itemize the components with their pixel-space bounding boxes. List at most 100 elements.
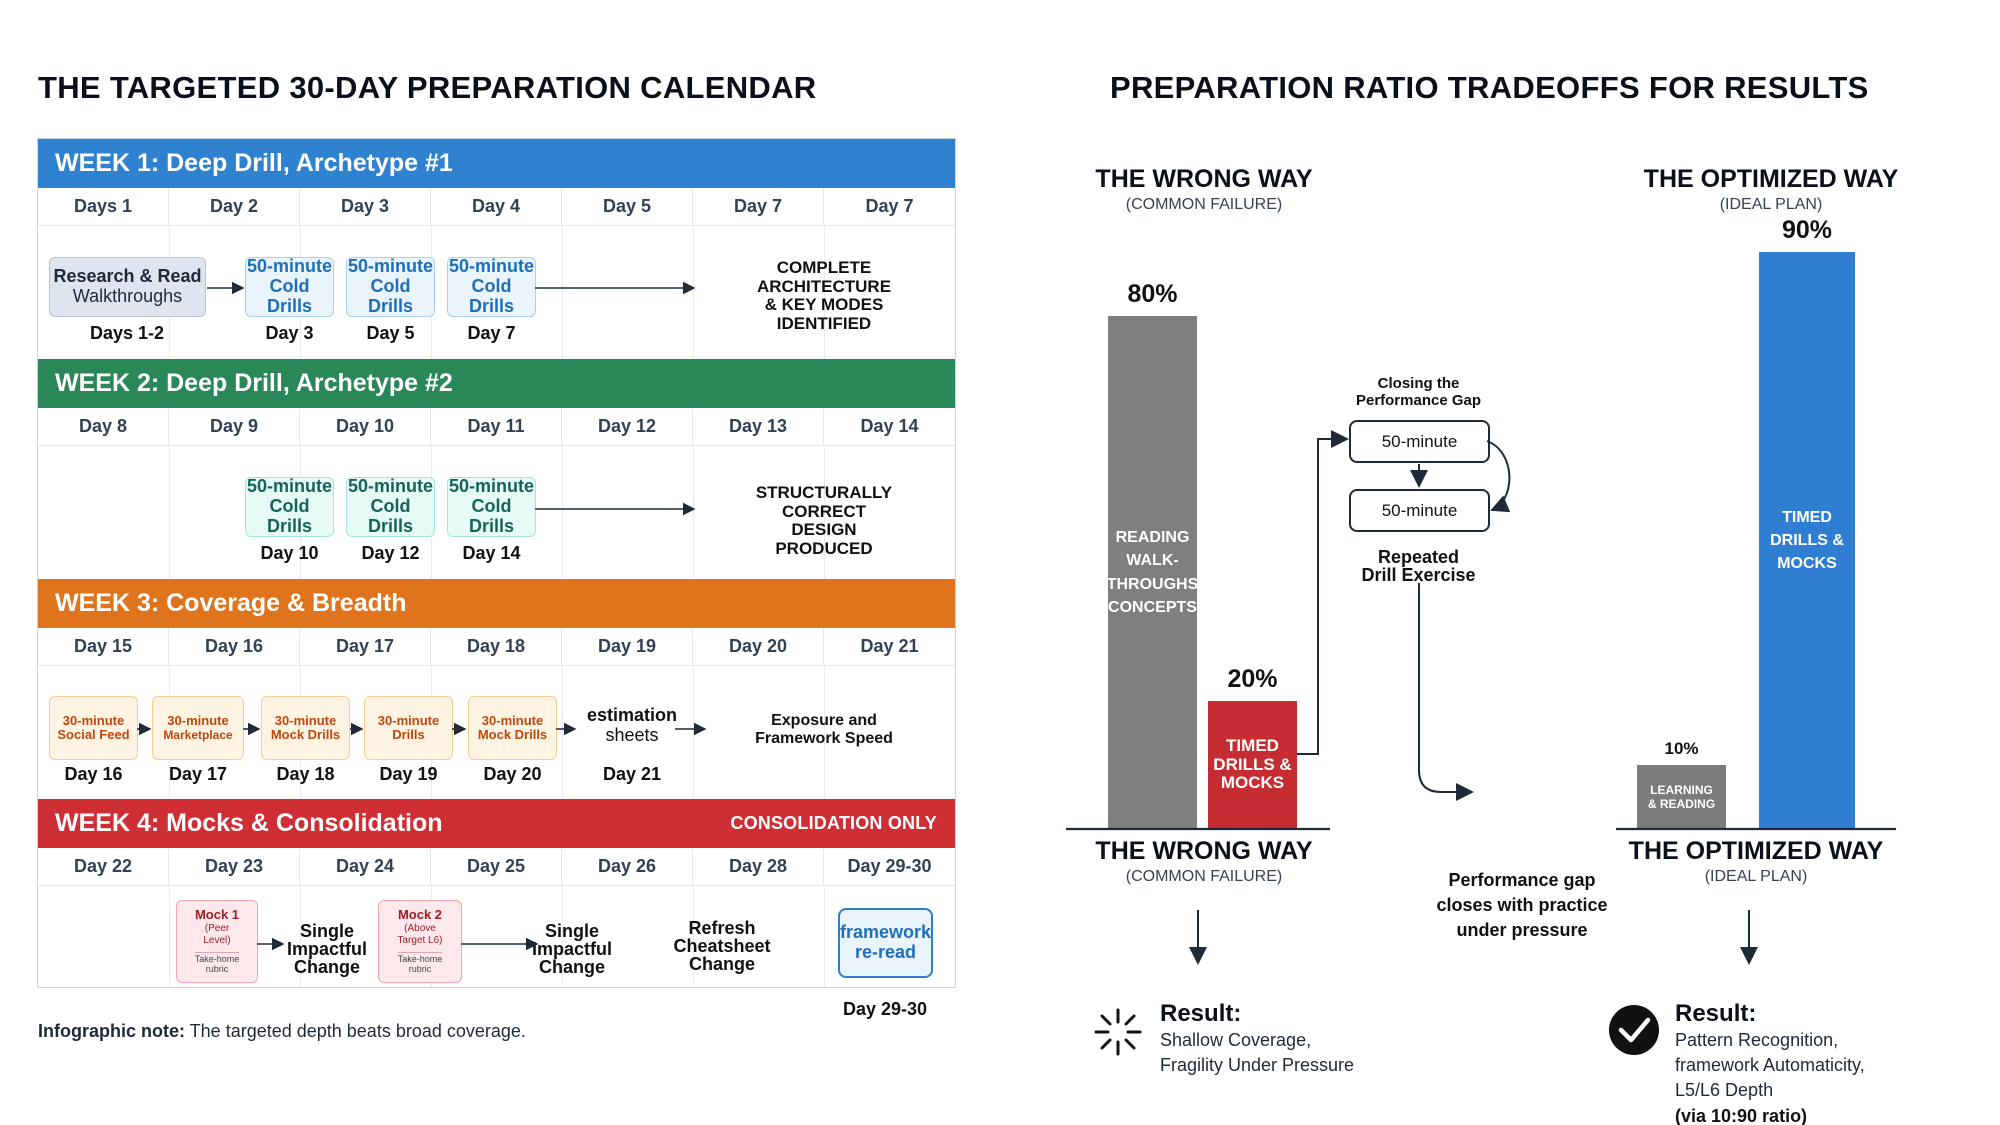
day-header: Day 12 xyxy=(562,408,693,445)
day-header: Day 16 xyxy=(169,628,300,665)
week-4-days: Day 22 Day 23 Day 24 Day 25 Day 26 Day 2… xyxy=(38,848,955,886)
optimized-timed-pct: 90% xyxy=(1781,216,1833,244)
burst-icon xyxy=(1094,1008,1142,1056)
optimized-way-header: THE OPTIMIZED WAY (IDEAL PLAN) xyxy=(1643,165,1899,213)
week-3-days: Day 15 Day 16 Day 17 Day 18 Day 19 Day 2… xyxy=(38,628,955,666)
tradeoffs-title: PREPARATION RATIO TRADEOFFS FOR RESULTS xyxy=(1110,70,1869,105)
day-label: Day 19 xyxy=(379,764,438,784)
day-label: Day 14 xyxy=(462,543,521,563)
day-header: Day 4 xyxy=(431,188,562,225)
week-3-header: WEEK 3: Coverage & Breadth xyxy=(38,579,955,628)
day-label: Day 12 xyxy=(361,543,420,563)
infographic-note: Infographic note: The targeted depth bea… xyxy=(38,1021,526,1041)
week-4-header: WEEK 4: Mocks & Consolidation CONSOLIDAT… xyxy=(38,799,955,848)
week-2-days: Day 8 Day 9 Day 10 Day 11 Day 12 Day 13 … xyxy=(38,408,955,446)
week-2: WEEK 2: Deep Drill, Archetype #2 Day 8 D… xyxy=(38,359,955,579)
day-label: Day 3 xyxy=(265,323,314,343)
day-label: Day 5 xyxy=(366,323,415,343)
day-header: Day 24 xyxy=(300,848,431,885)
calendar-title: THE TARGETED 30-DAY PREPARATION CALENDAR xyxy=(38,70,817,105)
day-label: Days 1-2 xyxy=(89,323,165,343)
day-header: Day 20 xyxy=(693,628,824,665)
day-label: Day 20 xyxy=(483,764,542,784)
day-header: Day 14 xyxy=(860,416,919,436)
optimized-result: Result: Pattern Recognition, framework A… xyxy=(1675,1000,1865,1125)
week-1: WEEK 1: Deep Drill, Archetype #1 Days 1 … xyxy=(38,139,955,359)
day-header: Day 11 xyxy=(431,408,562,445)
drill-box-2: 50-minute xyxy=(1349,489,1490,532)
day-29-30-label: Day 29-30 xyxy=(842,999,928,1019)
day-header: Day 21 xyxy=(860,636,919,656)
week-1-header: WEEK 1: Deep Drill, Archetype #1 xyxy=(38,139,955,188)
week-4: WEEK 4: Mocks & Consolidation CONSOLIDAT… xyxy=(38,799,955,987)
day-header: Day 17 xyxy=(300,628,431,665)
week-4-title: WEEK 4: Mocks & Consolidation xyxy=(55,809,443,837)
day-header: Day 5 xyxy=(562,188,693,225)
day-header: Days 1 xyxy=(38,188,169,225)
day-header: Day 2 xyxy=(169,188,300,225)
optimized-learning-pct: 10% xyxy=(1664,739,1699,758)
day-label: Day 16 xyxy=(64,764,123,784)
day-header: Day 13 xyxy=(693,408,824,445)
optimized-learning-bar: LEARNING& READING xyxy=(1637,765,1726,829)
week-1-days: Days 1 Day 2 Day 3 Day 4 Day 5 Day 7 Day… xyxy=(38,188,955,226)
wrong-way-footer: THE WRONG WAY (COMMON FAILURE) xyxy=(1095,837,1313,885)
day-label: Day 18 xyxy=(276,764,335,784)
check-circle-icon xyxy=(1609,1005,1659,1055)
wrong-way-header: THE WRONG WAY (COMMON FAILURE) xyxy=(1095,165,1313,213)
day-header: Day 7 xyxy=(865,196,914,216)
week-3: WEEK 3: Coverage & Breadth Day 15 Day 16… xyxy=(38,579,955,799)
day-label: Day 17 xyxy=(168,764,228,784)
day-label: Day 7 xyxy=(467,323,516,343)
week-2-header: WEEK 2: Deep Drill, Archetype #2 xyxy=(38,359,955,408)
day-header: Day 3 xyxy=(300,188,431,225)
day-header: Day 15 xyxy=(38,628,169,665)
day-header: Day 25 xyxy=(431,848,562,885)
day-header: Day 7 xyxy=(693,188,824,225)
consolidation-tag: CONSOLIDATION ONLY xyxy=(730,813,937,833)
wrong-timed-pct: 20% xyxy=(1227,665,1278,693)
day-header: Day 10 xyxy=(300,408,431,445)
day-header: Day 18 xyxy=(431,628,562,665)
day-header: Day 23 xyxy=(169,848,300,885)
week-1-title: WEEK 1: Deep Drill, Archetype #1 xyxy=(55,149,453,177)
gap-arrow-up xyxy=(1297,430,1349,755)
wrong-result: Result: Shallow Coverage,Fragility Under… xyxy=(1160,1000,1355,1076)
day-header: Day 22 xyxy=(38,848,169,885)
calendar: WEEK 1: Deep Drill, Archetype #1 Days 1 … xyxy=(37,138,956,988)
day-header: Day 29-30 xyxy=(847,856,932,876)
day-header: Day 19 xyxy=(562,628,693,665)
